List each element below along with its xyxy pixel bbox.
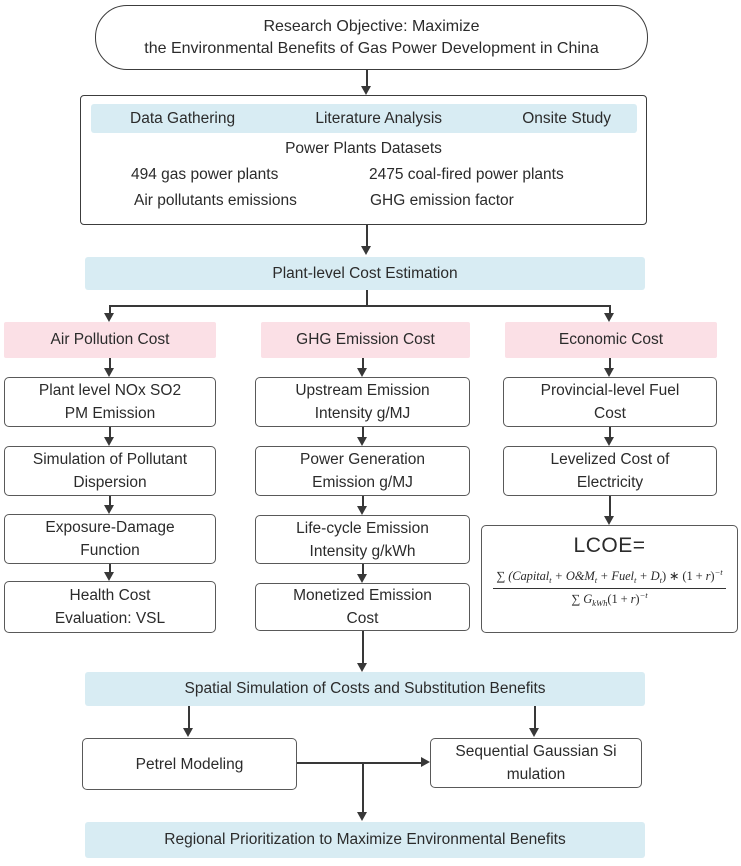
- spatial-to-sgs-line: [534, 706, 536, 729]
- ghg-connector-1-line: [362, 358, 364, 369]
- branch-right-drop-line: [609, 305, 611, 314]
- exposure-damage-box: Exposure-Damage Function: [4, 514, 216, 564]
- dataset-item-coal-plants: 2475 coal-fired power plants: [369, 166, 564, 183]
- drop-to-regional-arrowhead-icon: [357, 812, 367, 821]
- air-connector-4-line: [109, 564, 111, 573]
- levelized-cost-box: Levelized Cost of Electricity: [503, 446, 717, 496]
- research-objective-box: Research Objective: Maximize the Environ…: [95, 5, 648, 70]
- ghg-connector-4-line: [362, 564, 364, 575]
- connector-data-to-cost-line: [366, 225, 368, 247]
- air-pollution-cost-header: Air Pollution Cost: [4, 322, 216, 358]
- lcoe-heading: LCOE=: [573, 534, 646, 557]
- health-cost-box: Health Cost Evaluation: VSL: [4, 581, 216, 633]
- petrel-modeling-box: Petrel Modeling: [82, 738, 297, 790]
- sequential-gaussian-box: Sequential Gaussian Si mulation: [430, 738, 642, 788]
- lcoe-formula-box: LCOE= ∑ (Capitalt + O&Mt + Fuelt + Dt) ∗…: [481, 525, 738, 633]
- air-connector-3-line: [109, 496, 111, 506]
- air-connector-3-arrowhead-icon: [104, 505, 114, 514]
- air-connector-2-arrowhead-icon: [104, 437, 114, 446]
- pollutant-dispersion-box: Simulation of Pollutant Dispersion: [4, 446, 216, 496]
- ghg-connector-1-arrowhead-icon: [357, 368, 367, 377]
- branch-left-drop-line: [109, 305, 111, 314]
- dataset-item-ghg-factor: GHG emission factor: [370, 192, 514, 209]
- ghg-emission-cost-header: GHG Emission Cost: [261, 322, 470, 358]
- upstream-emission-box: Upstream Emission Intensity g/MJ: [255, 377, 470, 427]
- method-data-gathering: Data Gathering: [130, 109, 236, 127]
- method-onsite-study: Onsite Study: [522, 109, 611, 127]
- lcoe-denominator: ∑ GkWh(1 + r)−t: [571, 590, 648, 609]
- connector-objective-to-data-arrowhead-icon: [361, 86, 371, 95]
- lcoe-fraction: ∑ (Capitalt + O&Mt + Fuelt + Dt) ∗ (1 + …: [493, 567, 726, 610]
- air-connector-4-arrowhead-icon: [104, 572, 114, 581]
- plant-level-cost-bar: Plant-level Cost Estimation: [85, 257, 645, 290]
- ghg-connector-2-arrowhead-icon: [357, 437, 367, 446]
- ghg-connector-4-arrowhead-icon: [357, 574, 367, 583]
- connector-data-to-cost-arrowhead-icon: [361, 246, 371, 255]
- branch-left-arrowhead-icon: [104, 313, 114, 322]
- ghg-to-spatial-arrowhead-icon: [357, 663, 367, 672]
- spatial-to-sgs-arrowhead-icon: [529, 728, 539, 737]
- ghg-connector-3-line: [362, 496, 364, 507]
- spatial-to-petrel-arrowhead-icon: [183, 728, 193, 737]
- drop-to-regional-line: [362, 763, 364, 813]
- branch-stem-line: [366, 290, 368, 306]
- datasets-title: Power Plants Datasets: [285, 140, 442, 157]
- air-connector-1-arrowhead-icon: [104, 368, 114, 377]
- spatial-to-petrel-line: [188, 706, 190, 729]
- econ-connector-3-arrowhead-icon: [604, 516, 614, 525]
- econ-connector-2-arrowhead-icon: [604, 437, 614, 446]
- dataset-item-gas-plants: 494 gas power plants: [131, 166, 279, 183]
- petrel-to-sgs-line: [297, 762, 421, 764]
- econ-connector-1-arrowhead-icon: [604, 368, 614, 377]
- method-literature-analysis: Literature Analysis: [315, 109, 443, 127]
- plant-level-emission-box: Plant level NOx SO2 PM Emission: [4, 377, 216, 427]
- branch-right-arrowhead-icon: [604, 313, 614, 322]
- monetized-emission-box: Monetized Emission Cost: [255, 583, 470, 631]
- spatial-simulation-bar: Spatial Simulation of Costs and Substitu…: [85, 672, 645, 706]
- econ-connector-2-line: [609, 427, 611, 438]
- air-connector-1-line: [109, 358, 111, 369]
- lcoe-numerator: ∑ (Capitalt + O&Mt + Fuelt + Dt) ∗ (1 + …: [493, 567, 726, 590]
- econ-connector-3-line: [609, 496, 611, 517]
- data-gathering-box: Data Gathering Literature Analysis Onsit…: [80, 95, 647, 225]
- provincial-fuel-cost-box: Provincial-level Fuel Cost: [503, 377, 717, 427]
- econ-connector-1-line: [609, 358, 611, 369]
- economic-cost-header: Economic Cost: [505, 322, 717, 358]
- air-connector-2-line: [109, 427, 111, 438]
- regional-prioritization-bar: Regional Prioritization to Maximize Envi…: [85, 822, 645, 858]
- petrel-to-sgs-arrowhead-icon: [421, 757, 430, 767]
- methods-header-bar: Data Gathering Literature Analysis Onsit…: [91, 104, 637, 133]
- power-generation-emission-box: Power Generation Emission g/MJ: [255, 446, 470, 496]
- ghg-connector-3-arrowhead-icon: [357, 506, 367, 515]
- connector-objective-to-data-line: [366, 70, 368, 87]
- ghg-connector-2-line: [362, 427, 364, 438]
- ghg-to-spatial-line: [362, 631, 364, 664]
- lifecycle-emission-box: Life-cycle Emission Intensity g/kWh: [255, 515, 470, 564]
- branch-horizontal-line: [109, 305, 611, 307]
- dataset-item-air-pollutants: Air pollutants emissions: [134, 192, 297, 209]
